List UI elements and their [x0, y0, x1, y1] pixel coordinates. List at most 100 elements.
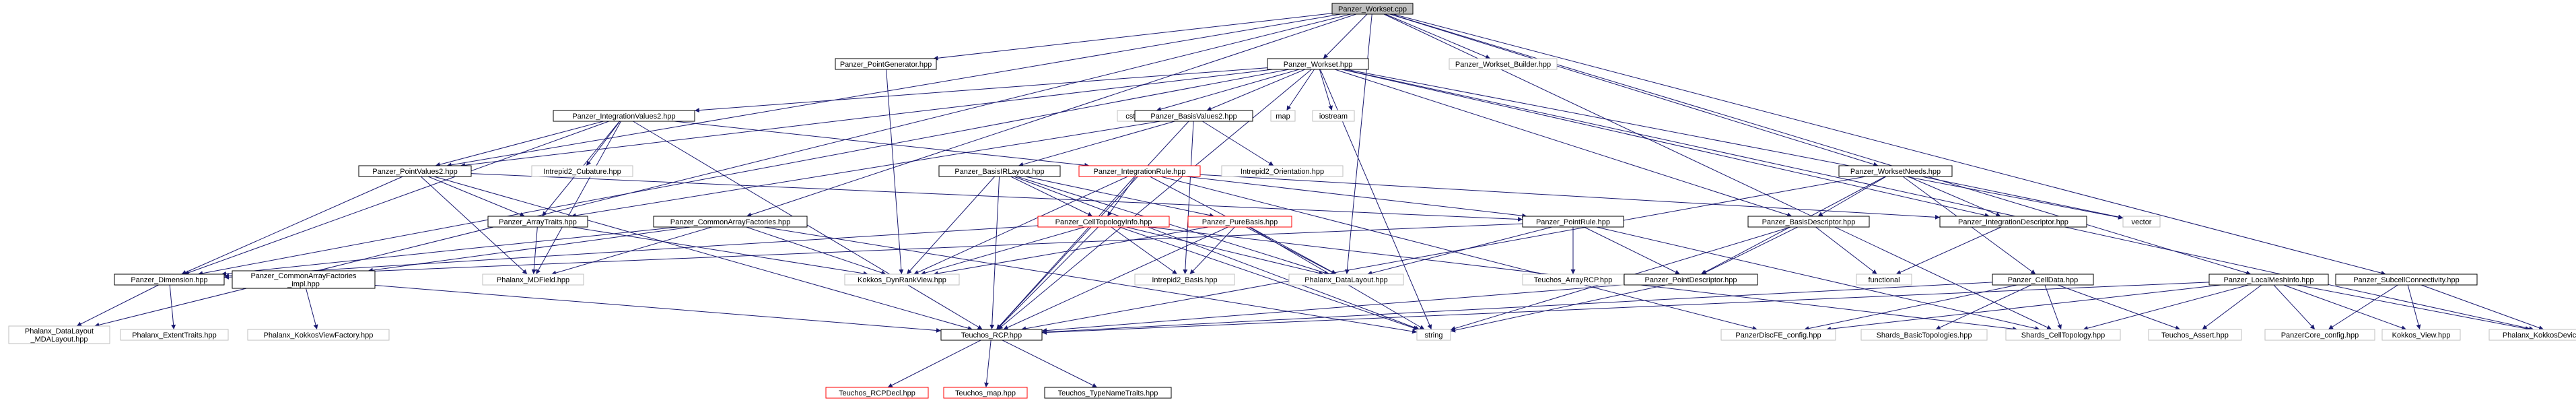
edge-purebasis-to-phxdatalayout: [1249, 226, 1337, 275]
edge-workset-to-teuchosrcp: [998, 69, 1312, 330]
edge-workset-to-phxkokkosdev: [1342, 69, 2534, 331]
node-label-rcpdecl: Teuchos_RCPDecl.hpp: [839, 389, 915, 397]
edge-intrule-to-pointrule: [1185, 176, 1527, 218]
node-rcpdecl[interactable]: Teuchos_RCPDecl.hpp: [825, 387, 929, 399]
node-basisirlayout[interactable]: Panzer_BasisIRLayout.hpp: [938, 165, 1061, 177]
node-box-rcpdecl: [825, 387, 929, 399]
node-label-wsbuilder: Panzer_Workset_Builder.hpp: [1455, 61, 1551, 69]
edge-workset-to-pointvalues2: [460, 69, 1273, 168]
edge-localmesh-to-teuchosassert: [2202, 284, 2262, 330]
node-celldata[interactable]: Panzer_CellData.hpp: [1992, 274, 2094, 286]
node-pointdesc[interactable]: Panzer_PointDescriptor.hpp: [1624, 274, 1758, 286]
node-label-teuchosarrayrcp: Teuchos_ArrayRCP.hpp: [1534, 276, 1613, 284]
edge-root-to-subcell: [1393, 13, 2386, 276]
edge-pointvalues2-to-teuchosrcp: [433, 176, 973, 331]
node-subcell[interactable]: Panzer_SubcellConnectivity.hpp: [2335, 274, 2478, 286]
node-label-intvalues2: Panzer_IntegrationValues2.hpp: [572, 113, 675, 121]
node-intrepidbasis: Intrepid2_Basis.hpp: [1134, 274, 1235, 286]
node-arraytraits[interactable]: Panzer_ArrayTraits.hpp: [487, 216, 588, 228]
node-box-functional: [1856, 274, 1912, 286]
node-box-intrule: [1078, 165, 1201, 177]
node-label-kokkosviewfactory: Phalanx_KokkosViewFactory.hpp: [264, 331, 374, 340]
edge-celltopo-to-string: [1119, 226, 1418, 331]
node-string: string: [1416, 329, 1451, 341]
node-functional: functional: [1856, 274, 1912, 286]
edge-root-to-pointvalues2: [446, 13, 1341, 168]
node-celltopo[interactable]: Panzer_CellTopologyInfo.hpp: [1037, 216, 1170, 228]
node-box-root: [1331, 3, 1414, 15]
node-label-shardscell: Shards_CellTopology.hpp: [2021, 331, 2105, 340]
node-box-localmesh: [2208, 274, 2329, 286]
edge-intrule-to-teuchosrcp: [996, 176, 1136, 330]
node-label-panzercore: PanzerCore_config.hpp: [2281, 331, 2359, 340]
edge-worksetneeds-to-teuchosrcp: [1021, 176, 1866, 331]
edge-commonarray-to-commonimpl: [368, 226, 691, 273]
edge-workset-to-intvalues2: [694, 67, 1268, 113]
node-pointgen[interactable]: Panzer_PointGenerator.hpp: [835, 58, 937, 70]
node-label-phxdlmdl: Phalanx_DataLayout_MDALayout.hpp: [25, 327, 94, 344]
node-label-teuchosmap: Teuchos_map.hpp: [955, 389, 1016, 397]
edge-root-to-localmesh: [1390, 13, 2252, 276]
edge-basisvalues2-to-arraytraits: [571, 121, 1160, 218]
node-box-mdfield: [482, 274, 584, 286]
edge-workset-to-vector: [1346, 69, 2124, 220]
edge-intrule-to-kokkosdrv: [913, 176, 1128, 275]
edge-intrule-to-celltopo: [1107, 176, 1136, 217]
node-box-pointgen: [835, 58, 937, 70]
node-typenametraits[interactable]: Teuchos_TypeNameTraits.hpp: [1044, 387, 1172, 399]
node-box-vector: [2122, 216, 2161, 228]
edge-pointvalues2-to-arraytraits: [427, 176, 525, 217]
node-box-wsbuilder: [1449, 58, 1558, 70]
node-teuchosrcp[interactable]: Teuchos_RCP.hpp: [940, 329, 1043, 341]
edge-commonimpl-to-kokkosviewfactory: [306, 288, 318, 330]
node-label-map: map: [1276, 113, 1290, 121]
node-label-phxdatalayout: Phalanx_DataLayout.hpp: [1304, 276, 1388, 284]
node-box-kokkosdrv: [844, 274, 960, 286]
node-label-commonarray: Panzer_CommonArrayFactories.hpp: [670, 218, 791, 226]
edge-workset-to-cstddef: [1156, 69, 1300, 112]
node-basisdesc[interactable]: Panzer_BasisDescriptor.hpp: [1747, 216, 1870, 228]
node-intrule[interactable]: Panzer_IntegrationRule.hpp: [1078, 165, 1201, 177]
node-commonarray[interactable]: Panzer_CommonArrayFactories.hpp: [653, 216, 808, 228]
node-box-teuchosrcp: [940, 329, 1043, 341]
node-box-pointrule: [1522, 216, 1624, 228]
edge-root-to-wsbuilder: [1385, 13, 1491, 59]
edge-celldata-to-teuchosrcp: [1041, 282, 1993, 335]
node-box-map: [1270, 110, 1296, 122]
edge-intvalues2-to-intrule: [674, 121, 1090, 168]
edge-workset-to-intdesc: [1342, 69, 1990, 218]
node-root[interactable]: Panzer_Workset.cpp: [1331, 3, 1414, 15]
node-dimension[interactable]: Panzer_Dimension.hpp: [114, 274, 225, 286]
edge-worksetneeds-to-vector: [1921, 176, 2124, 220]
node-label-intrepidbasis: Intrepid2_Basis.hpp: [1152, 276, 1217, 284]
node-label-purebasis: Panzer_PureBasis.hpp: [1202, 218, 1278, 226]
edge-root-to-phxdatalayout: [1344, 13, 1372, 275]
node-localmesh[interactable]: Panzer_LocalMeshInfo.hpp: [2208, 274, 2329, 286]
edge-commonarray-to-string: [763, 226, 1418, 334]
node-box-basisirlayout: [938, 165, 1061, 177]
node-commonimpl[interactable]: Panzer_CommonArrayFactories_impl.hpp: [232, 270, 376, 289]
node-pointvalues2[interactable]: Panzer_PointValues2.hpp: [358, 165, 472, 177]
node-discfe: PanzerDiscFE_config.hpp: [1720, 329, 1836, 341]
node-label-workset: Panzer_Workset.hpp: [1284, 61, 1353, 69]
edge-intvalues2-to-pointvalues2: [435, 121, 604, 167]
node-box-celltopo: [1037, 216, 1170, 228]
node-intvalues2[interactable]: Panzer_IntegrationValues2.hpp: [553, 110, 695, 122]
node-pointrule[interactable]: Panzer_PointRule.hpp: [1522, 216, 1624, 228]
node-box-extenttraits: [120, 329, 229, 341]
node-intdesc[interactable]: Panzer_IntegrationDescriptor.hpp: [1939, 216, 2087, 228]
node-purebasis[interactable]: Panzer_PureBasis.hpp: [1187, 216, 1292, 228]
edge-root-to-workset: [1323, 13, 1368, 59]
node-box-commonimpl: [232, 270, 376, 289]
node-box-worksetneeds: [1838, 165, 1953, 177]
node-basisvalues2[interactable]: Panzer_BasisValues2.hpp: [1134, 110, 1253, 122]
node-workset[interactable]: Panzer_Workset.hpp: [1267, 58, 1369, 70]
edge-localmesh-to-teuchosrcp: [1041, 282, 2210, 335]
node-label-iostream: iostream: [1319, 113, 1348, 121]
node-label-celldata: Panzer_CellData.hpp: [2008, 276, 2079, 284]
node-worksetneeds[interactable]: Panzer_WorksetNeeds.hpp: [1838, 165, 1953, 177]
node-teuchosmap[interactable]: Teuchos_map.hpp: [943, 387, 1028, 399]
edge-workset-to-basisvalues2: [1206, 69, 1306, 111]
node-label-discfe: PanzerDiscFE_config.hpp: [1735, 331, 1821, 340]
node-label-typenametraits: Teuchos_TypeNameTraits.hpp: [1058, 389, 1158, 397]
